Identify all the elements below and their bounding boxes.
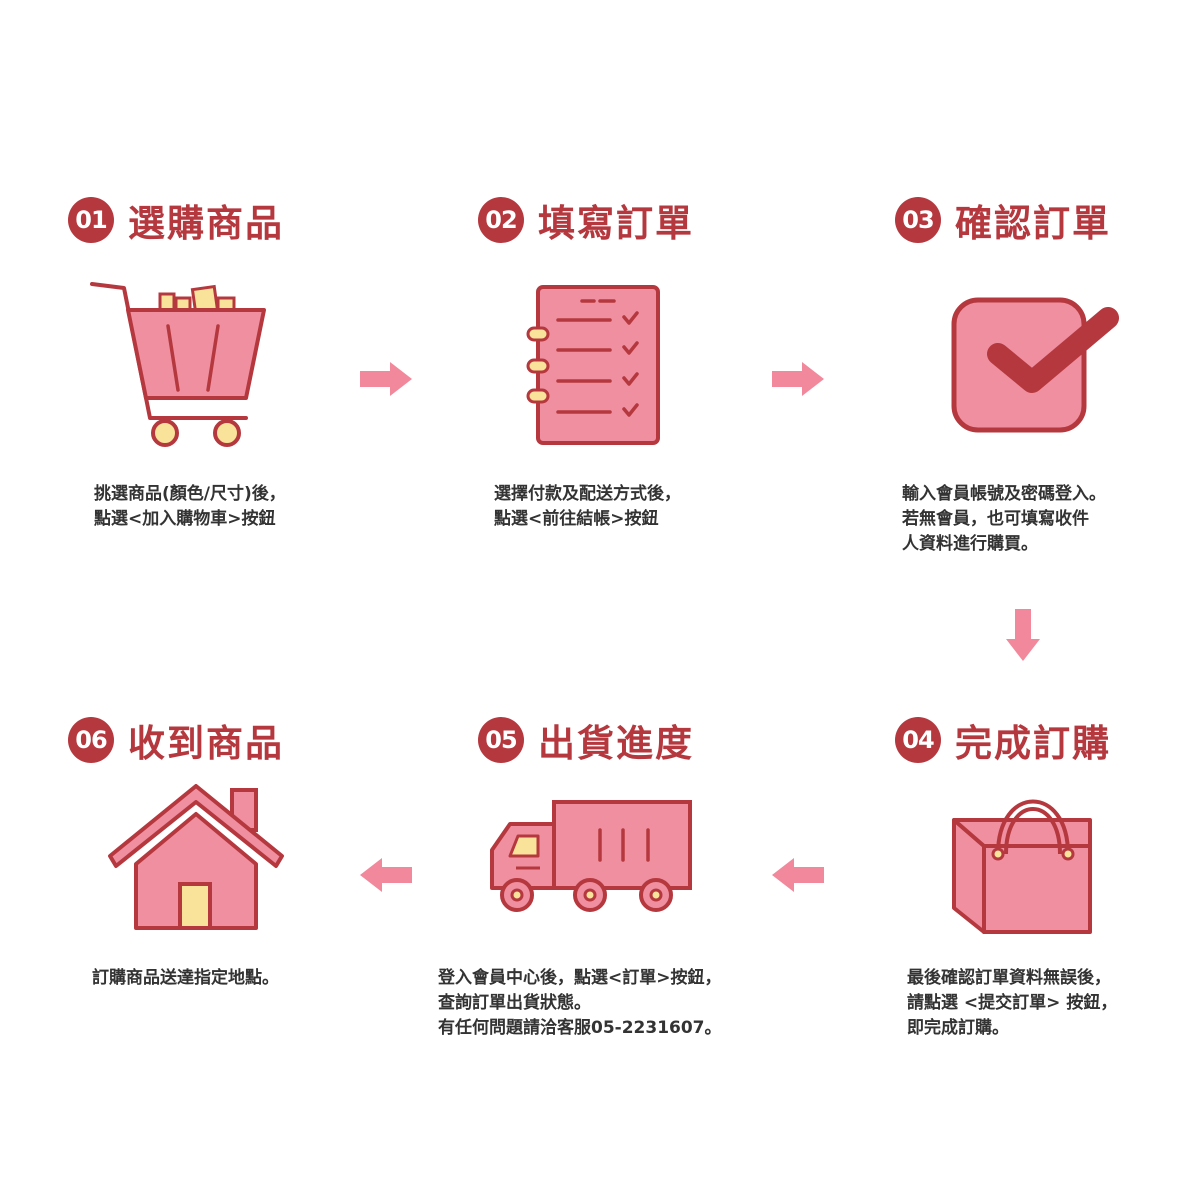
step-4-title-text: 完成訂購	[955, 722, 1111, 765]
arrow-right-icon	[772, 362, 824, 396]
step-1-title-text: 選購商品	[128, 202, 284, 245]
step-3-description: 輸入會員帳號及密碼登入。 若無會員，也可填寫收件 人資料進行購買。	[902, 484, 1106, 554]
checkbox-check-icon	[951, 297, 1119, 433]
arrow-down-icon	[1006, 609, 1040, 661]
step-5-description: 登入會員中心後，點選<訂單>按鈕， 查詢訂單出貨狀態。 有任何問題請洽客服05-…	[438, 968, 722, 1038]
step-3-number-badge: 03	[895, 197, 941, 243]
step-3-title: 03 確認訂單	[895, 195, 1111, 245]
step-1-number-badge: 01	[68, 197, 114, 243]
delivery-truck-icon	[490, 800, 692, 912]
step-6-description: 訂購商品送達指定地點。	[92, 968, 279, 988]
shopping-cart-icon	[90, 282, 266, 447]
step-2-title-text: 填寫訂單	[538, 202, 694, 245]
checklist-notebook-icon	[526, 285, 660, 445]
step-6-number-badge: 06	[68, 717, 114, 763]
step-5-title: 05 出貨進度	[478, 715, 694, 765]
step-2-number-badge: 02	[478, 197, 524, 243]
step-1-description: 挑選商品(顏色/尺寸)後， 點選<加入購物車>按鈕	[94, 484, 286, 529]
step-5-number-badge: 05	[478, 717, 524, 763]
arrow-left-icon	[772, 858, 824, 892]
arrow-left-icon	[360, 858, 412, 892]
step-6-title: 06 收到商品	[68, 715, 284, 765]
step-4-title: 04 完成訂購	[895, 715, 1111, 765]
house-icon	[108, 784, 284, 930]
step-2-description: 選擇付款及配送方式後， 點選<前往結帳>按鈕	[494, 484, 681, 529]
arrow-right-icon	[360, 362, 412, 396]
step-1-title: 01 選購商品	[68, 195, 284, 245]
step-4-description: 最後確認訂單資料無誤後， 請點選 <提交訂單> 按鈕， 即完成訂購。	[907, 968, 1118, 1038]
shopping-bag-icon	[952, 799, 1092, 934]
step-6-title-text: 收到商品	[128, 722, 284, 765]
step-5-title-text: 出貨進度	[538, 722, 694, 765]
step-2-title: 02 填寫訂單	[478, 195, 694, 245]
step-3-title-text: 確認訂單	[955, 202, 1111, 245]
step-4-number-badge: 04	[895, 717, 941, 763]
